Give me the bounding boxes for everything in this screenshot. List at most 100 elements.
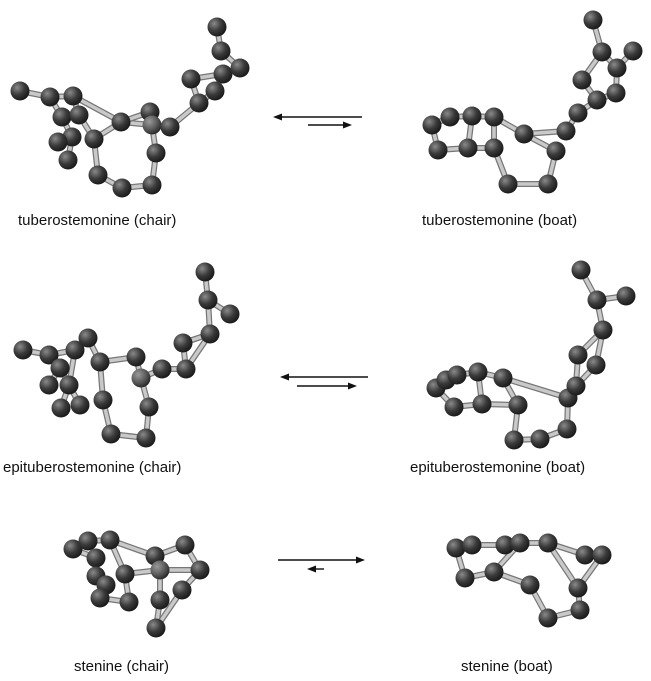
carbon-atom: [444, 397, 464, 417]
carbon-atom: [606, 83, 626, 103]
carbon-atom: [616, 286, 636, 306]
carbon-atom: [568, 578, 588, 598]
carbon-atom: [472, 394, 492, 414]
carbon-atom: [152, 359, 172, 379]
equilibrium-arrow-row3-right: [278, 556, 365, 564]
carbon-atom: [59, 375, 79, 395]
carbon-atom: [112, 178, 132, 198]
carbon-atom: [575, 545, 595, 565]
carbon-atom: [211, 41, 231, 61]
molecule-tuberostemonine-boat: [422, 10, 643, 194]
equilibrium-arrow-row3-left: [307, 565, 324, 573]
carbon-atom: [592, 545, 612, 565]
carbon-atom: [78, 531, 98, 551]
carbon-atom: [220, 304, 240, 324]
carbon-atom: [587, 90, 607, 110]
carbon-atom: [498, 174, 518, 194]
carbon-atom: [207, 17, 227, 37]
carbon-atom: [546, 141, 566, 161]
equilibrium-arrow-row2-left: [280, 373, 368, 381]
carbon-atom: [195, 262, 215, 282]
carbon-atom: [428, 140, 448, 160]
carbon-atom: [181, 69, 201, 89]
carbon-atom: [65, 340, 85, 360]
carbon-atom: [586, 355, 606, 375]
carbon-atom: [51, 398, 71, 418]
carbon-atom: [458, 138, 478, 158]
carbon-atom: [566, 376, 586, 396]
carbon-atom: [570, 600, 590, 620]
carbon-atom: [468, 362, 488, 382]
label-epituberostemonine-boat: epituberostemonine (boat): [410, 459, 586, 476]
carbon-atom: [126, 347, 146, 367]
molecule-epituberostemonine-chair: [13, 262, 240, 448]
carbon-atom: [63, 86, 83, 106]
carbon-atom: [189, 93, 209, 113]
nitrogen-atom: [150, 560, 170, 580]
nitrogen-atom: [142, 115, 162, 135]
carbon-atom: [530, 429, 550, 449]
carbon-atom: [484, 562, 504, 582]
carbon-atom: [40, 87, 60, 107]
carbon-atom: [58, 150, 78, 170]
carbon-atom: [78, 328, 98, 348]
label-stenine-boat: stenine (boat): [461, 658, 553, 675]
carbon-atom: [455, 568, 475, 588]
carbon-atom: [571, 260, 591, 280]
carbon-atom: [142, 175, 162, 195]
molecule-stenine-boat: [446, 533, 612, 628]
carbon-atom: [84, 129, 104, 149]
carbon-atom: [48, 132, 68, 152]
bond: [501, 376, 570, 400]
carbon-atom: [69, 105, 89, 125]
equilibrium-arrow-row1-left: [273, 113, 362, 121]
carbon-atom: [93, 390, 113, 410]
carbon-atom: [484, 138, 504, 158]
carbon-atom: [10, 81, 30, 101]
carbon-atom: [495, 535, 515, 555]
equilibrium-arrow-row2-right: [297, 382, 357, 390]
carbon-atom: [176, 359, 196, 379]
carbon-atom: [173, 333, 193, 353]
molecule-tuberostemonine-chair: [10, 17, 250, 198]
carbon-atom: [514, 124, 534, 144]
carbon-atom: [50, 358, 70, 378]
carbon-atom: [462, 535, 482, 555]
carbon-atom: [623, 41, 643, 61]
label-epituberostemonine-chair: epituberostemonine (chair): [3, 459, 182, 476]
carbon-atom: [39, 375, 59, 395]
carbon-atom: [504, 430, 524, 450]
carbon-atom: [205, 81, 225, 101]
carbon-atom: [572, 70, 592, 90]
label-tuberostemonine-boat: tuberostemonine (boat): [422, 212, 578, 229]
carbon-atom: [119, 592, 139, 612]
carbon-atom: [190, 560, 210, 580]
carbon-atom: [538, 608, 558, 628]
carbon-atom: [90, 588, 110, 608]
carbon-atom: [136, 428, 156, 448]
carbon-atom: [447, 365, 467, 385]
carbon-atom: [200, 324, 220, 344]
carbon-atom: [39, 345, 59, 365]
label-tuberostemonine-chair: tuberostemonine (chair): [18, 212, 177, 229]
carbon-atom: [422, 115, 442, 135]
carbon-atom: [90, 352, 110, 372]
label-stenine-chair: stenine (chair): [74, 658, 170, 675]
carbon-atom: [63, 539, 83, 559]
carbon-atom: [520, 575, 540, 595]
carbon-atom: [462, 106, 482, 126]
carbon-atom: [556, 121, 576, 141]
carbon-atom: [230, 58, 250, 78]
carbon-atom: [172, 580, 192, 600]
carbon-atom: [70, 395, 90, 415]
carbon-atom: [510, 533, 530, 553]
carbon-atom: [100, 530, 120, 550]
carbon-atom: [484, 107, 504, 127]
carbon-atom: [583, 10, 603, 30]
carbon-atom: [86, 548, 106, 568]
carbon-atom: [139, 397, 159, 417]
carbon-atom: [493, 368, 513, 388]
carbon-atom: [440, 107, 460, 127]
carbon-atom: [150, 590, 170, 610]
